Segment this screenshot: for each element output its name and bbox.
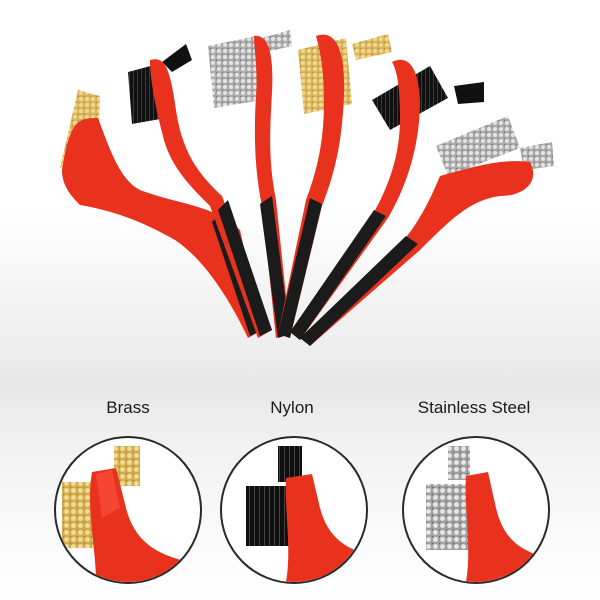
variant-closeup-nylon bbox=[220, 436, 368, 584]
variant-closeup-brass bbox=[54, 436, 202, 584]
product-photo bbox=[0, 0, 600, 378]
brush-steel-2 bbox=[300, 116, 554, 346]
brass-bristles-closeup bbox=[62, 446, 200, 582]
variant-label-brass: Brass bbox=[106, 398, 150, 417]
steel-bristles-closeup bbox=[426, 446, 548, 582]
brush-set-illustration bbox=[60, 30, 554, 346]
brush-steel-1 bbox=[208, 30, 292, 338]
brush-brass-2 bbox=[278, 34, 392, 338]
variant-label-stainless-steel: Stainless Steel bbox=[417, 398, 531, 417]
variant-label-nylon: Nylon bbox=[270, 398, 314, 417]
variant-closeup-stainless-steel bbox=[402, 436, 550, 584]
brush-nylon-1 bbox=[128, 44, 272, 338]
nylon-bristles-closeup bbox=[246, 446, 366, 582]
brush-nylon-2 bbox=[290, 59, 484, 341]
